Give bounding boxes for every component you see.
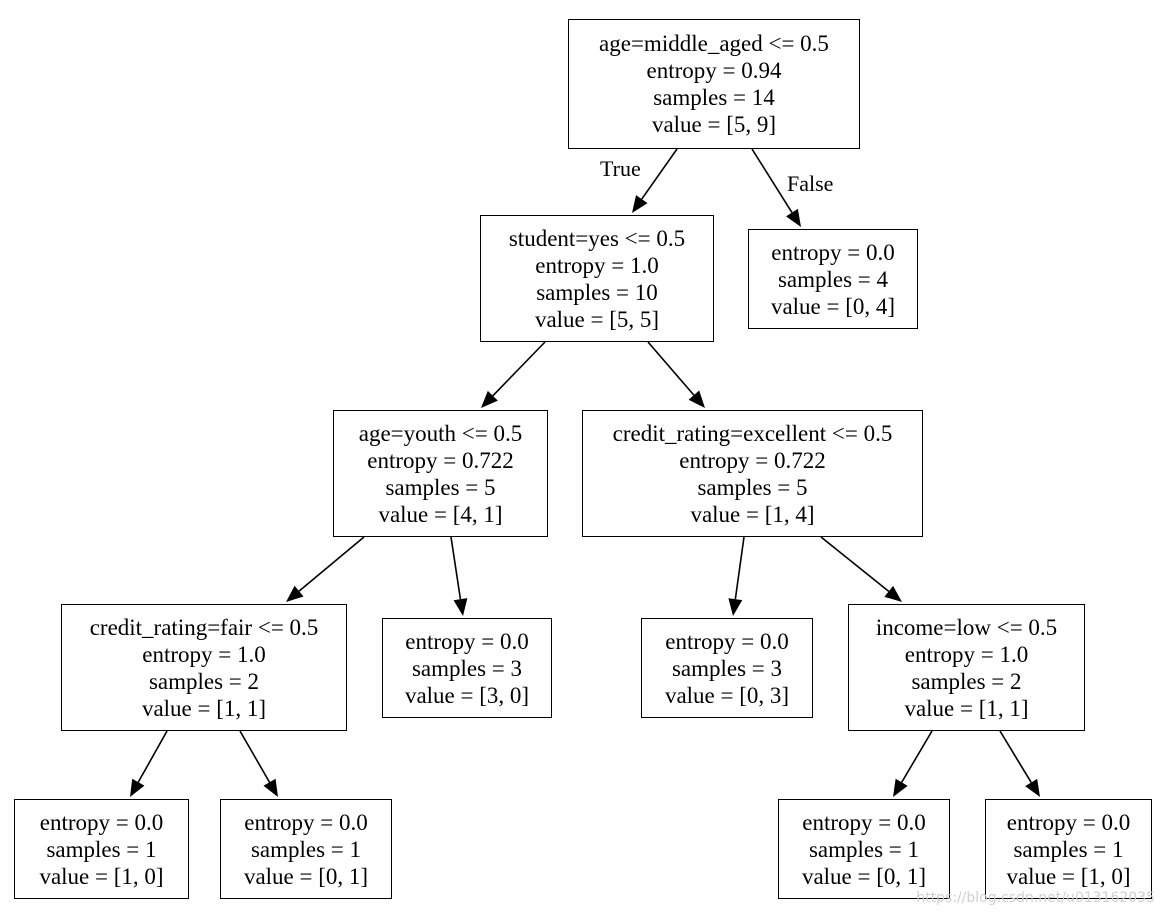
arrowhead-n8-n12 bbox=[1025, 778, 1040, 797]
edge-n0-n2 bbox=[751, 148, 793, 214]
node-line: entropy = 0.0 bbox=[1006, 809, 1131, 835]
node-line: samples = 1 bbox=[250, 836, 362, 862]
node-line: value = [1, 0] bbox=[39, 863, 164, 889]
edge-label-n0-n2: False bbox=[787, 171, 834, 196]
node-line: value = [1, 0] bbox=[1006, 863, 1131, 889]
node-line: entropy = 0.0 bbox=[244, 809, 368, 835]
node-line: value = [4, 1] bbox=[378, 501, 503, 527]
node-line: samples = 1 bbox=[1013, 836, 1124, 862]
edge-n4-n7 bbox=[734, 536, 745, 600]
node-line: credit_rating=fair <= 0.5 bbox=[89, 614, 319, 640]
node-line: samples = 1 bbox=[46, 836, 157, 862]
node-line: samples = 10 bbox=[536, 279, 658, 305]
arrowhead-n0-n2 bbox=[786, 208, 801, 227]
node-line: samples = 3 bbox=[671, 655, 783, 681]
node-line: entropy = 0.94 bbox=[646, 58, 782, 83]
node-line: entropy = 1.0 bbox=[535, 252, 659, 278]
node-line: student=yes <= 0.5 bbox=[508, 225, 686, 251]
edge-n1-n4 bbox=[647, 341, 695, 396]
node-line: value = [0, 1] bbox=[801, 863, 927, 889]
node-line: samples = 5 bbox=[385, 474, 496, 500]
node-line: samples = 2 bbox=[911, 668, 1022, 694]
node-line: age=middle_aged <= 0.5 bbox=[599, 31, 829, 56]
node-line: value = [5, 9] bbox=[651, 112, 777, 137]
node-line: samples = 3 bbox=[411, 655, 523, 681]
arrowhead-n4-n7 bbox=[728, 598, 743, 616]
node-line: entropy = 0.0 bbox=[771, 239, 895, 265]
node-line: value = [1, 1] bbox=[141, 695, 267, 721]
node-line: value = [0, 3] bbox=[664, 682, 790, 708]
node-line: samples = 2 bbox=[148, 668, 260, 694]
node-line: entropy = 0.722 bbox=[679, 447, 826, 473]
node-line: samples = 5 bbox=[697, 474, 808, 500]
node-line: value = [1, 1] bbox=[904, 695, 1029, 721]
node-line: entropy = 0.722 bbox=[367, 447, 514, 473]
node-line: value = [5, 5] bbox=[534, 306, 660, 332]
edge-n1-n3 bbox=[492, 341, 546, 397]
arrowhead-n8-n11 bbox=[893, 778, 908, 797]
arrowhead-n3-n5 bbox=[286, 585, 304, 602]
node-line: entropy = 1.0 bbox=[142, 641, 266, 667]
node-line: age=youth <= 0.5 bbox=[358, 420, 523, 446]
node-line: samples = 14 bbox=[653, 85, 775, 110]
node-line: value = [1, 4] bbox=[690, 501, 815, 527]
arrowhead-n5-n9 bbox=[130, 778, 145, 797]
node-line: entropy = 0.0 bbox=[665, 628, 789, 654]
edge-n3-n6 bbox=[450, 536, 462, 600]
arrowhead-n0-n1 bbox=[632, 195, 648, 213]
node-line: income=low <= 0.5 bbox=[875, 614, 1058, 640]
edge-n8-n12 bbox=[999, 730, 1032, 783]
arrowhead-n1-n3 bbox=[481, 390, 498, 408]
node-line: samples = 4 bbox=[777, 266, 889, 292]
node-line: entropy = 0.0 bbox=[405, 628, 529, 654]
arrowhead-n3-n6 bbox=[453, 598, 468, 616]
node-line: credit_rating=excellent <= 0.5 bbox=[612, 420, 893, 446]
edge-label-n0-n1: True bbox=[600, 156, 641, 181]
edge-n8-n11 bbox=[900, 730, 933, 783]
edge-n5-n9 bbox=[137, 730, 168, 783]
node-line: entropy = 0.0 bbox=[802, 809, 926, 835]
node-line: entropy = 0.0 bbox=[39, 809, 164, 835]
edge-n3-n5 bbox=[298, 536, 365, 592]
arrowhead-n5-n10 bbox=[263, 778, 278, 797]
arrowhead-n1-n4 bbox=[688, 390, 705, 408]
node-line: value = [3, 0] bbox=[404, 682, 530, 708]
edge-n0-n1 bbox=[641, 148, 678, 200]
node-line: entropy = 1.0 bbox=[904, 641, 1029, 667]
node-line: value = [0, 4] bbox=[770, 293, 896, 319]
arrowhead-n4-n8 bbox=[884, 585, 902, 602]
node-line: value = [0, 1] bbox=[243, 863, 369, 889]
edge-n5-n10 bbox=[239, 730, 271, 783]
watermark: https://blog.csdn.net/u013162035 bbox=[916, 890, 1155, 906]
node-line: samples = 1 bbox=[808, 836, 920, 862]
edge-n4-n8 bbox=[820, 536, 890, 592]
